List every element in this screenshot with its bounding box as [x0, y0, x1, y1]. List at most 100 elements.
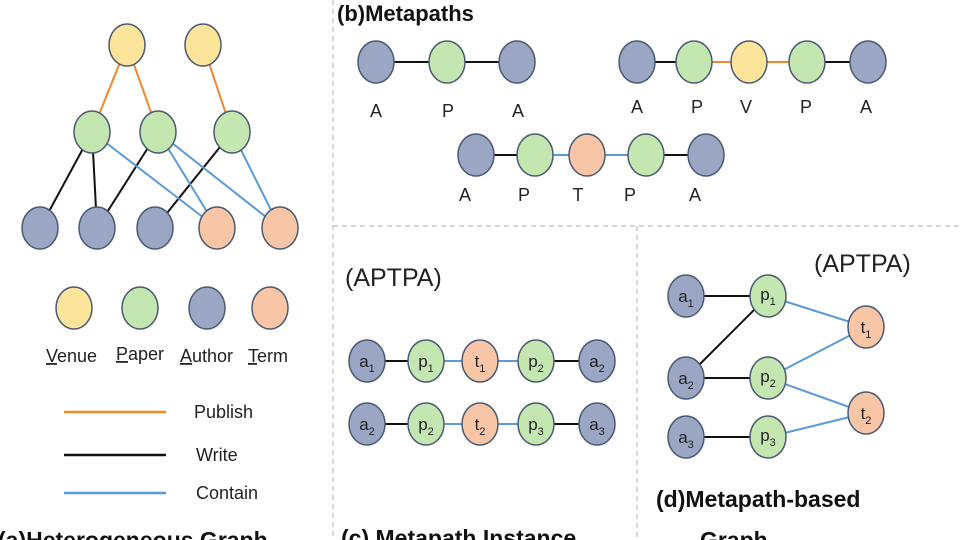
edge-type-legend: Publish Write Contain: [64, 402, 258, 503]
graph-nodes: [667, 274, 885, 459]
legend-paper-swatch: [121, 286, 159, 330]
paper-node: [675, 40, 713, 84]
paper-node: [749, 356, 787, 400]
legend-term-swatch: [251, 286, 289, 330]
author-node: [136, 206, 174, 250]
node-label: p1: [760, 285, 776, 308]
panel-d-title-line1: (d)Metapath-based: [656, 486, 860, 512]
panel-d-metapath-based-graph: (APTPA) a1 a2 a3 p1 p2 p3: [656, 250, 911, 540]
metapath-node-label: P: [691, 97, 703, 117]
paper-node: [749, 415, 787, 459]
node-label: a2: [678, 369, 694, 392]
graph-node-labels: a1 a2 a3 p1 p2 p3 t1 t2: [678, 285, 871, 451]
node-type-legend: Venue Paper Author Term: [46, 286, 289, 366]
node-label: a2: [359, 415, 375, 438]
node-label: t1: [475, 352, 486, 375]
node-label: a1: [678, 287, 694, 310]
legend-author-label: Author: [180, 346, 233, 366]
term-node: [568, 133, 606, 177]
metapath-node-label: V: [740, 97, 752, 117]
author-node: [357, 40, 395, 84]
author-node: [21, 206, 59, 250]
panel-b-title: (b)Metapaths: [337, 1, 474, 26]
legend-venue-label: Venue: [46, 346, 97, 366]
node-label: t2: [475, 415, 486, 438]
node-label: p2: [418, 415, 434, 438]
node-label: p3: [760, 426, 776, 449]
venue-node: [108, 23, 146, 67]
instance-row-1: a1 p1 t1 p2 a2: [348, 339, 616, 383]
metapath-node-label: P: [624, 185, 636, 205]
venue-node: [184, 23, 222, 67]
legend-write-label: Write: [196, 445, 238, 465]
paper-node: [407, 402, 445, 446]
instance-row-2: a2 p2 t2 p3 a3: [348, 402, 616, 446]
paper-node: [73, 110, 111, 154]
legend-term-label: Term: [248, 346, 288, 366]
author-node: [348, 402, 386, 446]
metapath-node-label: A: [459, 185, 471, 205]
author-node: [348, 339, 386, 383]
metapath-node-label: A: [370, 101, 382, 121]
node-label: p2: [760, 367, 776, 390]
paper-node: [428, 40, 466, 84]
paper-node: [213, 110, 251, 154]
panel-a-title: (a)Heterogeneous Graph: [0, 527, 268, 540]
term-node: [261, 206, 299, 250]
paper-node: [407, 339, 445, 383]
paper-node: [139, 110, 177, 154]
term-node: [847, 305, 885, 349]
node-label: t2: [861, 404, 872, 427]
node-label: p1: [418, 352, 434, 375]
metapath-node-label: A: [631, 97, 643, 117]
metapath-node-label: P: [442, 101, 454, 121]
node-label: p2: [528, 352, 544, 375]
node-label: a3: [589, 415, 605, 438]
metapath-node-label: A: [512, 101, 524, 121]
node-label: a2: [589, 352, 605, 375]
edge-contain: [157, 131, 281, 229]
node-label: p3: [528, 415, 544, 438]
panel-c-metapath-label: (APTPA): [345, 264, 442, 292]
metapath-apvpa: A P V P A: [618, 40, 887, 117]
metapath-node-label: A: [860, 97, 872, 117]
author-node: [618, 40, 656, 84]
metapath-aptpa: A P T P A: [457, 133, 725, 205]
metapath-node-label: T: [573, 185, 584, 205]
author-node: [578, 339, 616, 383]
author-node: [687, 133, 725, 177]
author-node: [498, 40, 536, 84]
metapath-node-label: A: [689, 185, 701, 205]
panel-d-title-line2: Graph: [700, 527, 768, 540]
venue-node: [730, 40, 768, 84]
node-label: a1: [359, 352, 375, 375]
graph-nodes: [21, 23, 299, 250]
edge-write: [154, 131, 233, 229]
author-node: [578, 402, 616, 446]
author-node: [667, 356, 705, 400]
metapath-apa: A P A: [357, 40, 536, 121]
paper-node: [788, 40, 826, 84]
node-label: t1: [861, 318, 872, 341]
panel-a-heterogeneous-graph: Venue Paper Author Term Publish Write Co…: [0, 23, 299, 540]
author-node: [667, 415, 705, 459]
term-node: [847, 391, 885, 435]
author-node: [457, 133, 495, 177]
term-node: [198, 206, 236, 250]
paper-node: [627, 133, 665, 177]
legend-paper-label: Paper: [116, 344, 164, 364]
author-node: [667, 274, 705, 318]
metapath-node-label: P: [518, 185, 530, 205]
legend-author-swatch: [188, 286, 226, 330]
author-node: [849, 40, 887, 84]
legend-venue-swatch: [55, 286, 93, 330]
paper-node: [749, 274, 787, 318]
legend-contain-label: Contain: [196, 483, 258, 503]
panel-b-metapaths: (b)Metapaths A P A A: [337, 1, 887, 205]
paper-node: [516, 133, 554, 177]
edge-contain: [91, 131, 218, 229]
panel-dividers: [332, 0, 960, 540]
metapath-node-label: P: [800, 97, 812, 117]
panel-c-title: (c) Metapath Instance: [341, 525, 576, 540]
